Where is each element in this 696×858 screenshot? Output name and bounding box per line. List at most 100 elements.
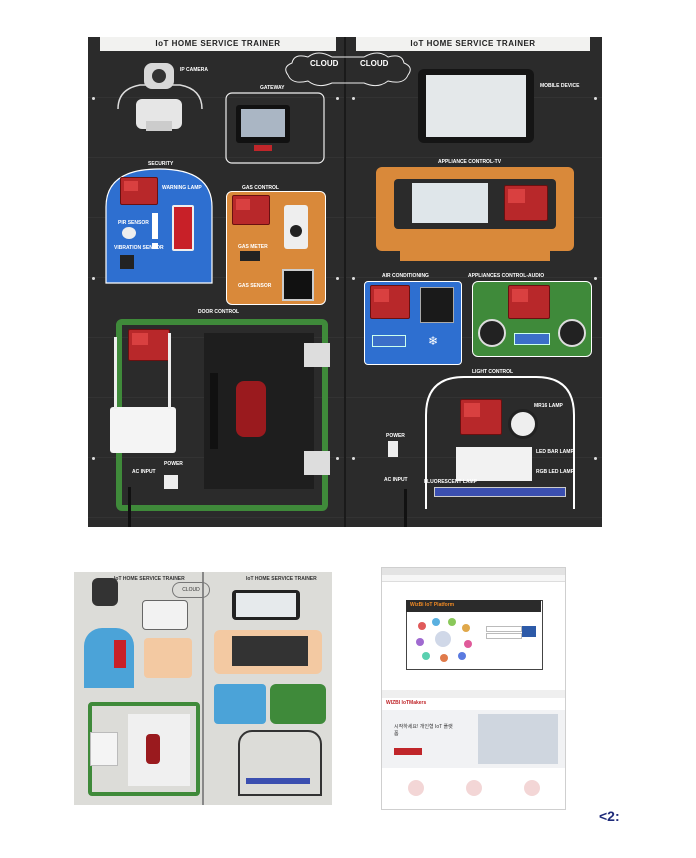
small-fluorescent-lamp xyxy=(246,778,310,784)
mobile-screen xyxy=(426,75,526,137)
gas-sensor-label: GAS SENSOR xyxy=(238,283,272,289)
login-brand: WizBi IoT Platform xyxy=(410,602,455,608)
door-hinge-bottom xyxy=(304,451,330,475)
cloud-outline xyxy=(285,52,411,87)
hero-button[interactable] xyxy=(394,748,422,755)
browser-tab-bar xyxy=(382,568,565,575)
feature-icon-2 xyxy=(466,780,482,796)
gas-valve-knob xyxy=(290,225,302,237)
power-switch-right xyxy=(388,441,398,457)
door-control-label: DOOR CONTROL xyxy=(198,309,240,315)
power-label: POWER xyxy=(164,461,183,467)
pir-sensor xyxy=(122,227,136,239)
warning-lamp xyxy=(172,205,194,251)
cloud-label-right: CLOUD xyxy=(360,59,389,68)
hero-photo xyxy=(478,714,558,764)
gas-meter xyxy=(240,251,260,261)
air-conditioning-label: AIR CONDITIONING xyxy=(382,273,429,279)
gateway-badge xyxy=(254,145,272,151)
ac-input-label-right: AC INPUT xyxy=(384,477,408,483)
led-bar-lamp xyxy=(456,447,532,481)
rgb-led-lamp-label: RGB LED LAMP xyxy=(536,469,575,475)
small-gateway xyxy=(142,600,188,630)
audio-iot-module xyxy=(508,285,550,319)
small-air-conditioning xyxy=(214,684,266,724)
gas-meter-label: GAS METER xyxy=(238,244,268,250)
warning-symbol-dot xyxy=(152,243,158,249)
tv-iot-module xyxy=(504,185,548,221)
door-iot-module xyxy=(128,329,170,361)
door-lock-keypad xyxy=(236,381,266,437)
ac-iot-module xyxy=(370,285,410,319)
light-control-label: LIGHT CONTROL xyxy=(472,369,514,375)
led-bar-lamp-label: LED BAR LAMP xyxy=(536,449,574,455)
door-handle xyxy=(210,373,218,449)
browser-address-bar xyxy=(382,575,565,582)
ip-camera xyxy=(117,63,203,131)
gas-iot-module xyxy=(232,195,270,225)
security-label: SECURITY xyxy=(148,161,174,167)
mr16-lamp xyxy=(508,409,538,439)
board-title-right: IoT HOME SERVICE TRAINER xyxy=(356,37,590,51)
pir-sensor-label: PIR SENSOR xyxy=(118,220,149,226)
mr16-lamp-label: MR16 LAMP xyxy=(534,403,563,409)
fluorescent-lamp-label: FLUORESCENT LAMP xyxy=(424,479,478,485)
light-iot-module xyxy=(460,399,502,435)
ip-camera-label: IP CAMERA xyxy=(180,67,208,73)
ac-fan xyxy=(420,287,454,323)
small-ip-camera xyxy=(92,578,118,606)
small-mobile-screen xyxy=(236,593,296,617)
tv-screen xyxy=(412,183,488,223)
power-switch xyxy=(164,475,178,489)
power-cable xyxy=(128,487,131,527)
gateway-frame xyxy=(225,92,325,164)
ac-lcd xyxy=(372,335,406,347)
speaker-left xyxy=(478,319,506,347)
small-tv xyxy=(232,636,308,666)
appliances-audio-label: APPLIANCES CONTROL-AUDIO xyxy=(468,273,545,279)
login-header xyxy=(406,600,541,612)
small-door-lock xyxy=(146,734,160,764)
hero-text: 시작하세요! 개인형 IoT 플랫폼 xyxy=(394,724,453,737)
light-control-frame xyxy=(425,376,575,509)
vibration-sensor xyxy=(120,255,134,269)
snowflake-icon: ❄ xyxy=(428,334,439,348)
gateway-label: GATEWAY xyxy=(260,85,285,91)
login-id-field[interactable] xyxy=(486,626,522,632)
feature-icon-1 xyxy=(408,780,424,796)
power-cable-right xyxy=(404,489,407,527)
feature-icon-3 xyxy=(524,780,540,796)
small-gas-control xyxy=(144,638,192,678)
appliance-tv-label: APPLIANCE CONTROL-TV xyxy=(438,159,502,165)
small-warning-lamp xyxy=(114,640,126,668)
power-label-right: POWER xyxy=(386,433,405,439)
login-button[interactable] xyxy=(522,626,536,637)
board-title-left: IoT HOME SERVICE TRAINER xyxy=(100,37,336,51)
small-panel-divider xyxy=(202,572,204,805)
site-brand: WIZBI IoTMakers xyxy=(386,700,427,706)
tv-stand xyxy=(400,251,550,261)
login-password-field[interactable] xyxy=(486,633,522,639)
gateway-screen xyxy=(241,109,285,137)
small-router xyxy=(90,732,118,766)
small-security xyxy=(84,628,134,688)
small-trainer-board: IoT HOME SERVICE TRAINER IoT HOME SERVIC… xyxy=(74,572,332,805)
vibration-sensor-label: VIBRATION SENSOR xyxy=(114,245,164,251)
main-trainer-board: IoT HOME SERVICE TRAINER IoT HOME SERVIC… xyxy=(88,37,602,527)
audio-lcd xyxy=(514,333,550,345)
small-audio xyxy=(270,684,326,724)
warning-lamp-label: WARNING LAMP xyxy=(162,185,202,191)
figure-number: <2: xyxy=(599,808,620,824)
router-antenna-right xyxy=(168,333,171,409)
router-antenna-left xyxy=(114,337,117,409)
panel-divider xyxy=(344,37,346,527)
web-screenshot: WizBi IoT Platform WIZBI IoTMakers 시작하세요… xyxy=(381,567,566,810)
security-iot-module xyxy=(120,177,158,205)
mobile-device-label: MOBILE DEVICE xyxy=(540,83,580,89)
site-tab-bar xyxy=(382,690,565,698)
fluorescent-lamp xyxy=(434,487,566,497)
router xyxy=(110,407,176,453)
ac-input-label: AC INPUT xyxy=(132,469,156,475)
gas-control-label: GAS CONTROL xyxy=(242,185,279,191)
small-title-right: IoT HOME SERVICE TRAINER xyxy=(246,576,317,582)
